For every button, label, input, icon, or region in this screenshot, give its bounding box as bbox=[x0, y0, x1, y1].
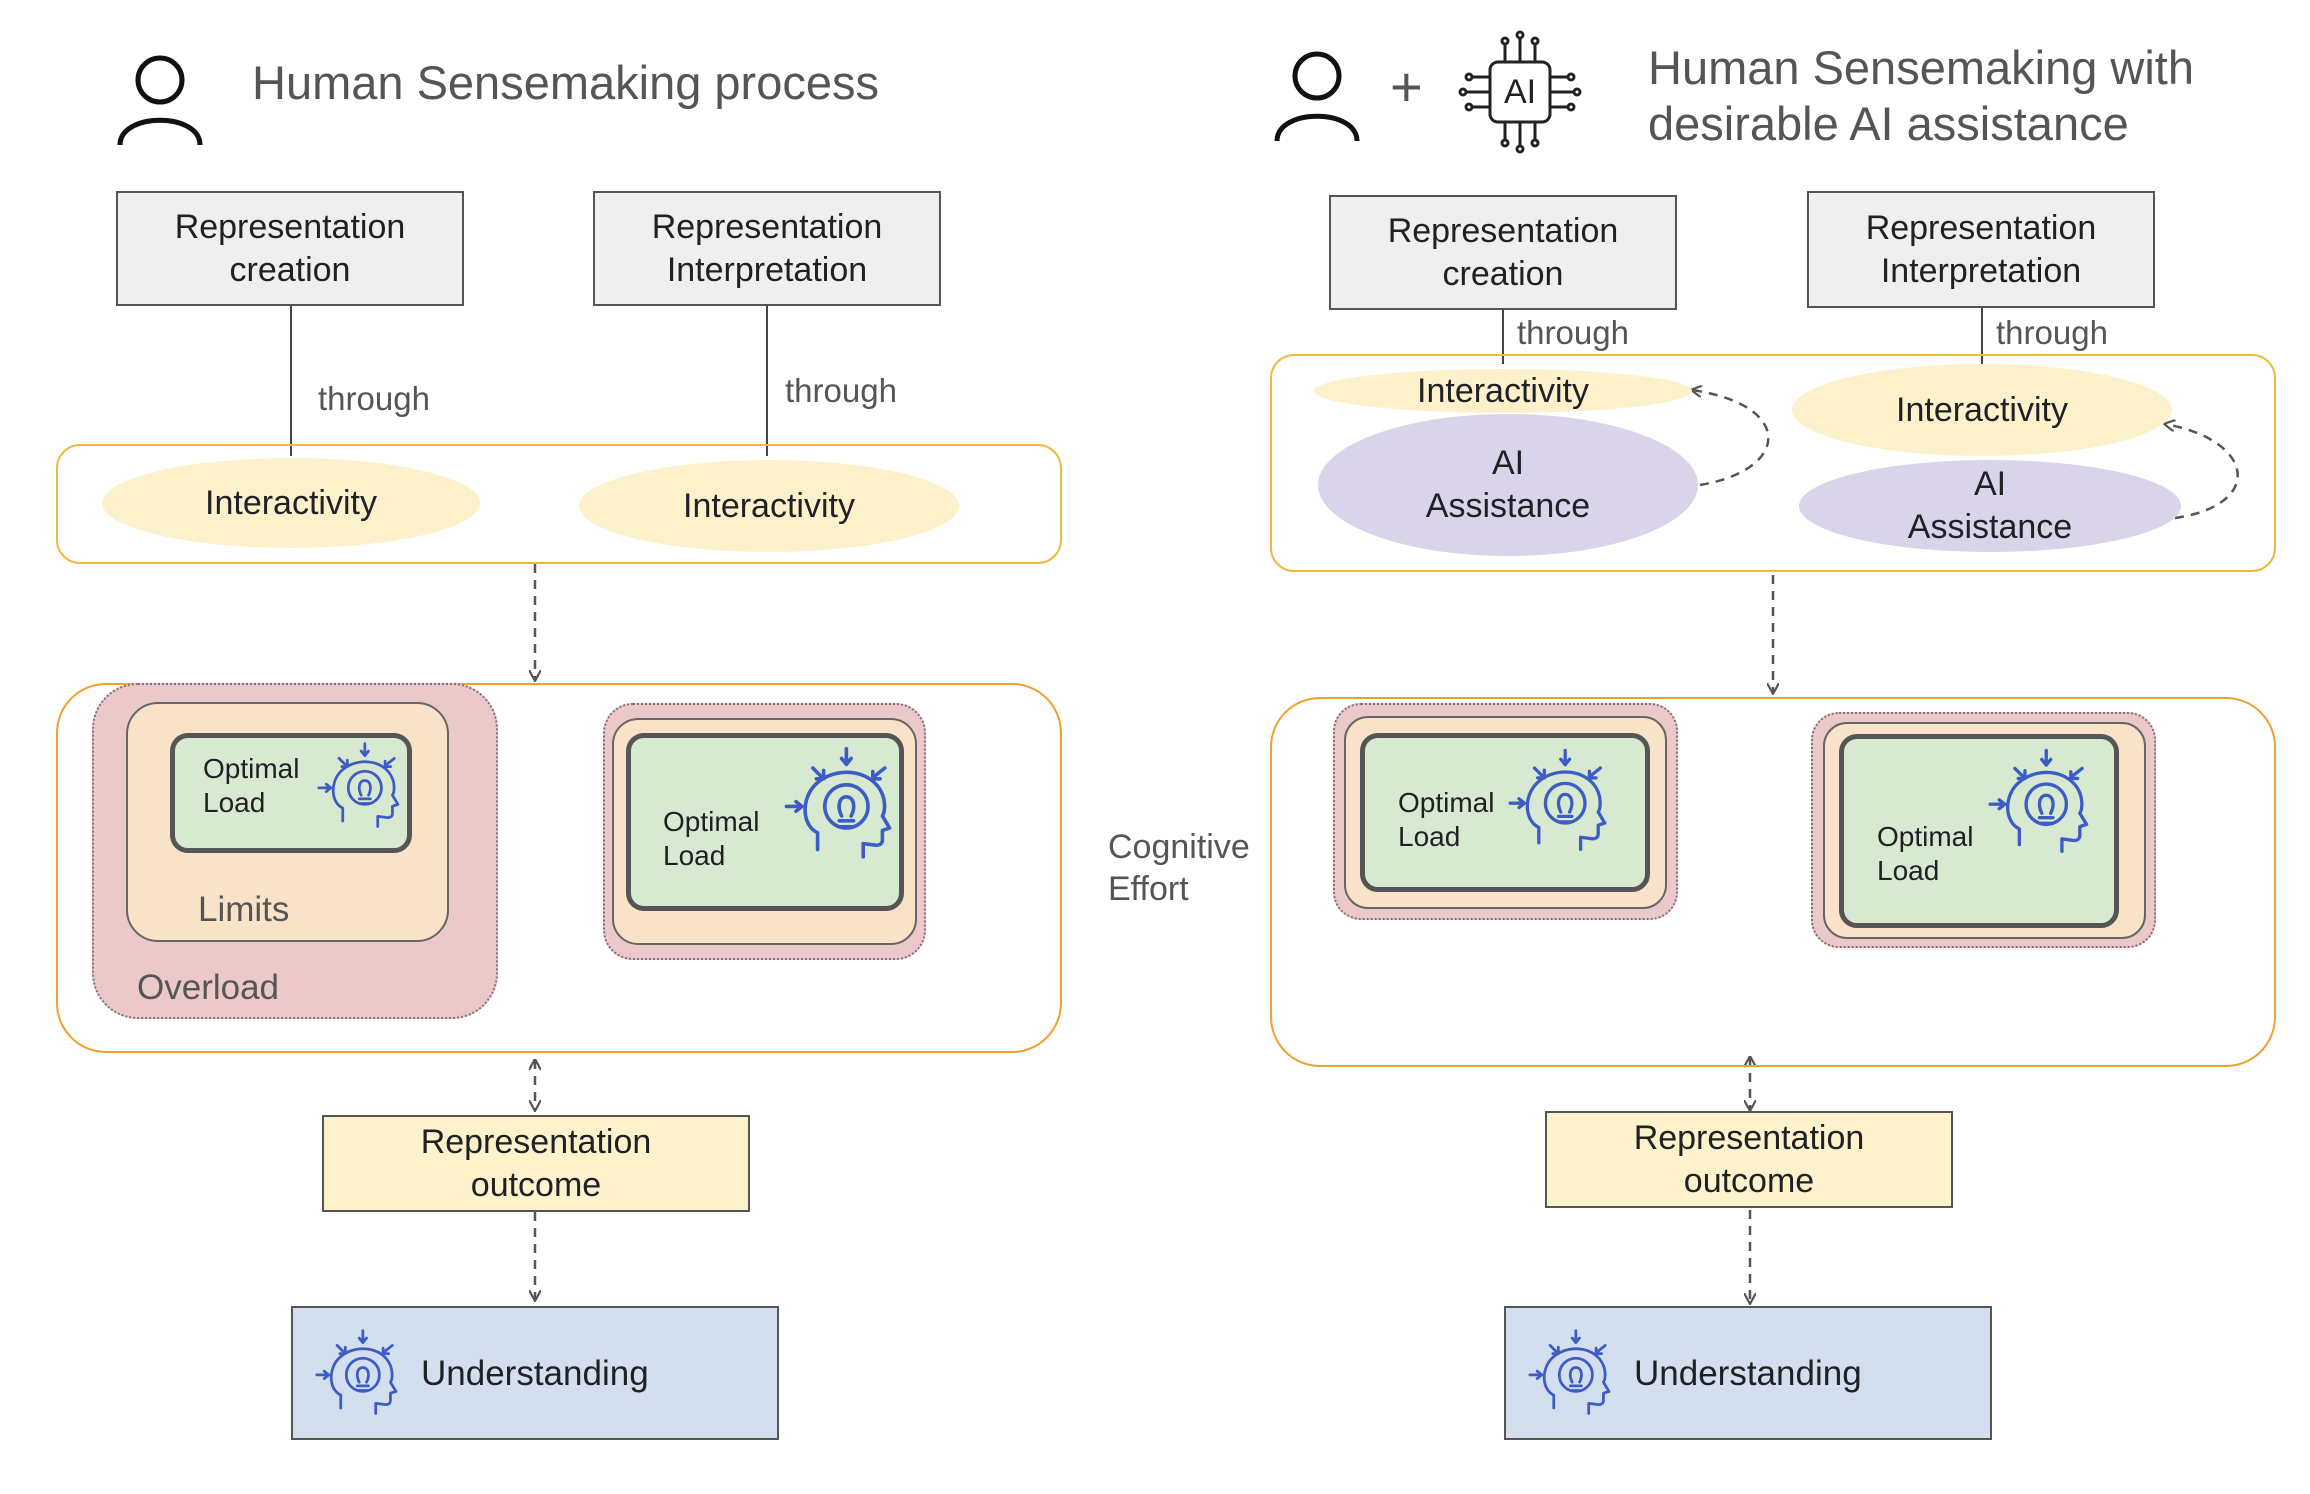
through-label-left-2: through bbox=[785, 372, 897, 409]
brain-bulb-icon bbox=[1988, 748, 2089, 853]
optimal-load-box-left-1 bbox=[170, 733, 412, 853]
representation-outcome-box-right: Representation outcome bbox=[1545, 1111, 1953, 1208]
person-icon bbox=[117, 55, 203, 146]
optimal-load-label-right-1: Optimal Load bbox=[1398, 787, 1495, 852]
representation-creation-box-right: Representation creation bbox=[1329, 195, 1677, 310]
person-icon bbox=[1274, 51, 1360, 142]
optimal-load-label-right-2: Optimal Load bbox=[1877, 821, 1974, 886]
optimal-load-box-right-1 bbox=[1360, 733, 1650, 892]
interactivity-ellipse-right-2: Interactivity bbox=[1792, 364, 2172, 456]
representation-interpretation-box-right: Representation Interpretation bbox=[1807, 191, 2155, 308]
interactivity-ellipse-right-1: Interactivity bbox=[1314, 369, 1692, 413]
arrow-ai-to-interactivity-2 bbox=[2165, 424, 2239, 520]
overload-label: Overload bbox=[137, 968, 280, 1007]
optimal-load-label-left-1: Optimal Load bbox=[203, 753, 300, 818]
representation-outcome-box-left: Representation outcome bbox=[322, 1115, 750, 1212]
ai-chip-icon: AI bbox=[1458, 30, 1582, 154]
interactivity-band-left bbox=[56, 444, 1062, 564]
through-label-left-1: through bbox=[318, 380, 430, 417]
cognitive-effort-panel-left bbox=[56, 683, 1062, 1053]
interactivity-band-right bbox=[1270, 354, 2276, 572]
ai-assistance-ellipse-2: AI Assistance bbox=[1799, 460, 2181, 552]
representation-interpretation-box-left: Representation Interpretation bbox=[593, 191, 941, 306]
ai-assistance-ellipse-1: AI Assistance bbox=[1318, 414, 1698, 556]
interactivity-ellipse-left-1: Interactivity bbox=[102, 458, 480, 548]
left-title: Human Sensemaking process bbox=[252, 56, 879, 109]
optimal-load-box-right-2 bbox=[1839, 734, 2119, 928]
understanding-label-left: Understanding bbox=[421, 1353, 649, 1393]
understanding-box-right: Understanding bbox=[1504, 1306, 1992, 1440]
ai-chip-label: AI bbox=[1503, 73, 1537, 111]
interactivity-ellipse-left-2: Interactivity bbox=[579, 460, 959, 552]
representation-creation-box-left: Representation creation bbox=[116, 191, 464, 306]
understanding-box-left: Understanding bbox=[291, 1306, 779, 1440]
brain-bulb-icon bbox=[784, 747, 892, 859]
limits-label: Limits bbox=[198, 890, 290, 929]
cognitive-effort-label: Cognitive Effort bbox=[1108, 828, 1250, 908]
brain-bulb-icon bbox=[1508, 748, 1607, 852]
understanding-label-right: Understanding bbox=[1634, 1353, 1862, 1393]
right-title: Human Sensemaking with desirable AI assi… bbox=[1648, 41, 2194, 150]
plus-sign: + bbox=[1390, 55, 1423, 118]
through-label-right-1: through bbox=[1517, 314, 1629, 351]
cognitive-effort-panel-right bbox=[1270, 697, 2276, 1067]
arrow-ai-to-interactivity-1 bbox=[1692, 390, 1770, 487]
brain-bulb-icon bbox=[315, 1329, 398, 1415]
brain-bulb-icon bbox=[317, 742, 400, 828]
through-label-right-2: through bbox=[1996, 314, 2108, 351]
optimal-load-box-left-2 bbox=[626, 733, 904, 911]
brain-bulb-icon bbox=[1528, 1329, 1611, 1415]
optimal-load-label-left-2: Optimal Load bbox=[663, 806, 760, 871]
